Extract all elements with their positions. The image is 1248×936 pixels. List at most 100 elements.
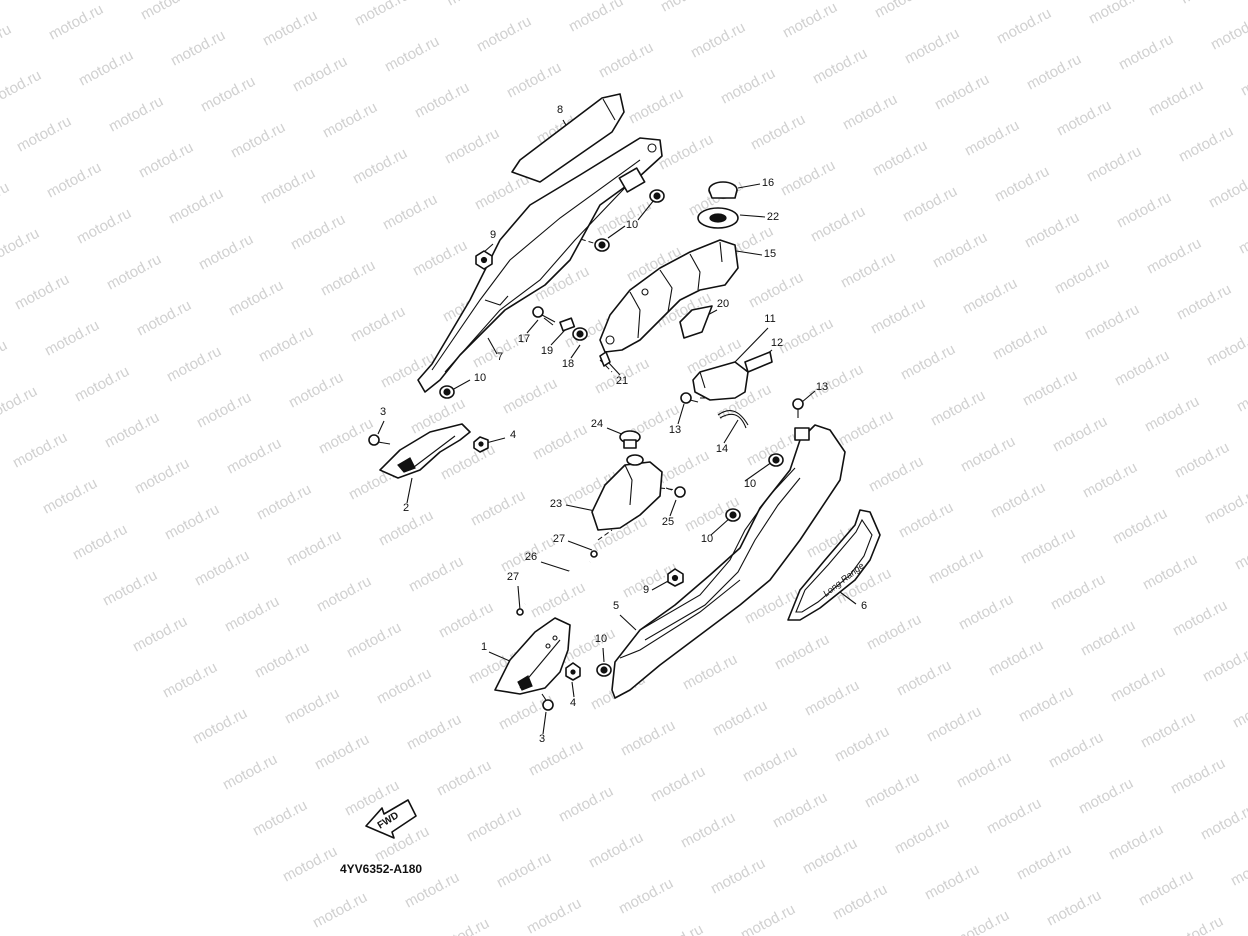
callout-c22: 22	[767, 211, 779, 223]
watermark-text: motod.ru	[832, 723, 892, 766]
watermark-text: motod.ru	[1138, 709, 1198, 752]
watermark-text: motod.ru	[284, 527, 344, 570]
watermark-text: motod.ru	[474, 13, 534, 56]
watermark-text: motod.ru	[352, 0, 412, 30]
watermark-text: motod.ru	[432, 915, 492, 936]
callout-c10c: 10	[744, 478, 756, 490]
watermark-text: motod.ru	[444, 0, 504, 10]
watermark-text: motod.ru	[746, 269, 806, 312]
watermark-text: motod.ru	[1112, 347, 1172, 390]
watermark-text: motod.ru	[316, 415, 376, 458]
watermark-text: motod.ru	[1236, 215, 1248, 258]
watermark-text: motod.ru	[680, 651, 740, 694]
watermark-text: motod.ru	[256, 323, 316, 366]
watermark-text: motod.ru	[226, 277, 286, 320]
watermark-text: motod.ru	[42, 317, 102, 360]
watermark-text: motod.ru	[898, 341, 958, 384]
part-27-clip-lower	[516, 608, 524, 616]
watermark-text: motod.ru	[840, 91, 900, 134]
watermark-text: motod.ru	[780, 0, 840, 42]
watermark-text: motod.ru	[864, 611, 924, 654]
watermark-text: motod.ru	[314, 573, 374, 616]
watermark-text: motod.ru	[468, 487, 528, 530]
part-18-grommet	[572, 327, 588, 341]
watermark-text: motod.ru	[962, 117, 1022, 160]
watermark-text: motod.ru	[286, 369, 346, 412]
part-2-upper-bracket	[379, 423, 471, 479]
watermark-text: motod.ru	[1082, 301, 1142, 344]
watermark-text: motod.ru	[436, 599, 496, 642]
callout-c13b: 13	[669, 424, 681, 436]
part-4-nut-lower	[565, 662, 581, 681]
watermark-text: motod.ru	[1050, 413, 1110, 456]
part-9-nut-upper	[475, 250, 493, 270]
callout-c18: 18	[562, 358, 574, 370]
watermark-text: motod.ru	[0, 21, 14, 64]
part-21-clip	[599, 351, 611, 367]
watermark-text: motod.ru	[1176, 123, 1236, 166]
watermark-text: motod.ru	[1234, 373, 1248, 416]
callout-c19: 19	[541, 345, 553, 357]
watermark-text: motod.ru	[1020, 367, 1080, 410]
watermark-text: motod.ru	[626, 85, 686, 128]
watermark-text: motod.ru	[1208, 11, 1248, 54]
callout-c10d: 10	[701, 533, 713, 545]
watermark-text: motod.ru	[710, 697, 770, 740]
watermark-text: motod.ru	[1044, 887, 1104, 930]
watermark-text: motod.ru	[1114, 189, 1174, 232]
part-10-grommet-lower-a	[768, 453, 784, 467]
watermark-text: motod.ru	[412, 79, 472, 122]
callout-c25: 25	[662, 516, 674, 528]
watermark-text: motod.ru	[0, 67, 44, 110]
watermark-text: motod.ru	[310, 889, 370, 932]
watermark-text: motod.ru	[646, 921, 706, 936]
callout-c12: 12	[771, 337, 783, 349]
part-8-seat-strip	[511, 93, 625, 183]
watermark-text: motod.ru	[70, 521, 130, 564]
watermark-text: motod.ru	[1110, 505, 1170, 548]
callout-c7: 7	[497, 351, 503, 363]
watermark-text: motod.ru	[866, 453, 926, 496]
watermark-text: motod.ru	[1016, 683, 1076, 726]
part-3-bolt-lower	[541, 693, 554, 711]
watermark-text: motod.ru	[586, 829, 646, 872]
callout-c13a: 13	[816, 381, 828, 393]
watermark-text: motod.ru	[14, 113, 74, 156]
watermark-text: motod.ru	[616, 875, 676, 918]
callout-c10b: 10	[474, 372, 486, 384]
watermark-text: motod.ru	[10, 429, 70, 472]
watermark-text: motod.ru	[778, 157, 838, 200]
watermark-text: motod.ru	[380, 191, 440, 234]
part-20-label	[679, 305, 713, 339]
watermark-text: motod.ru	[928, 387, 988, 430]
watermark-text: motod.ru	[222, 593, 282, 636]
watermark-text: motod.ru	[1166, 913, 1226, 936]
watermark-text: motod.ru	[130, 613, 190, 656]
callout-c21: 21	[616, 375, 628, 387]
watermark-text: motod.ru	[166, 185, 226, 228]
watermark-text: motod.ru	[404, 711, 464, 754]
callout-c8: 8	[557, 104, 563, 116]
watermark-text: motod.ru	[748, 111, 808, 154]
watermark-text: motod.ru	[1228, 847, 1248, 890]
part-3-bolt-upper	[368, 434, 391, 446]
watermark-text: motod.ru	[802, 677, 862, 720]
watermark-text: motod.ru	[1174, 281, 1234, 324]
watermark-text: motod.ru	[282, 685, 342, 728]
watermark-text: motod.ru	[960, 275, 1020, 318]
watermark-text: motod.ru	[1206, 169, 1248, 212]
callout-c24: 24	[591, 418, 603, 430]
watermark-text: motod.ru	[194, 389, 254, 432]
watermark-text: motod.ru	[1202, 485, 1248, 528]
watermark-text: motod.ru	[924, 703, 984, 746]
callout-c16: 16	[762, 177, 774, 189]
callout-c2: 2	[403, 502, 409, 514]
watermark-text: motod.ru	[164, 343, 224, 386]
watermark-text: motod.ru	[1238, 57, 1248, 100]
watermark-text: motod.ru	[596, 39, 656, 82]
watermark-text: motod.ru	[770, 789, 830, 832]
watermark-text: motod.ru	[926, 545, 986, 588]
